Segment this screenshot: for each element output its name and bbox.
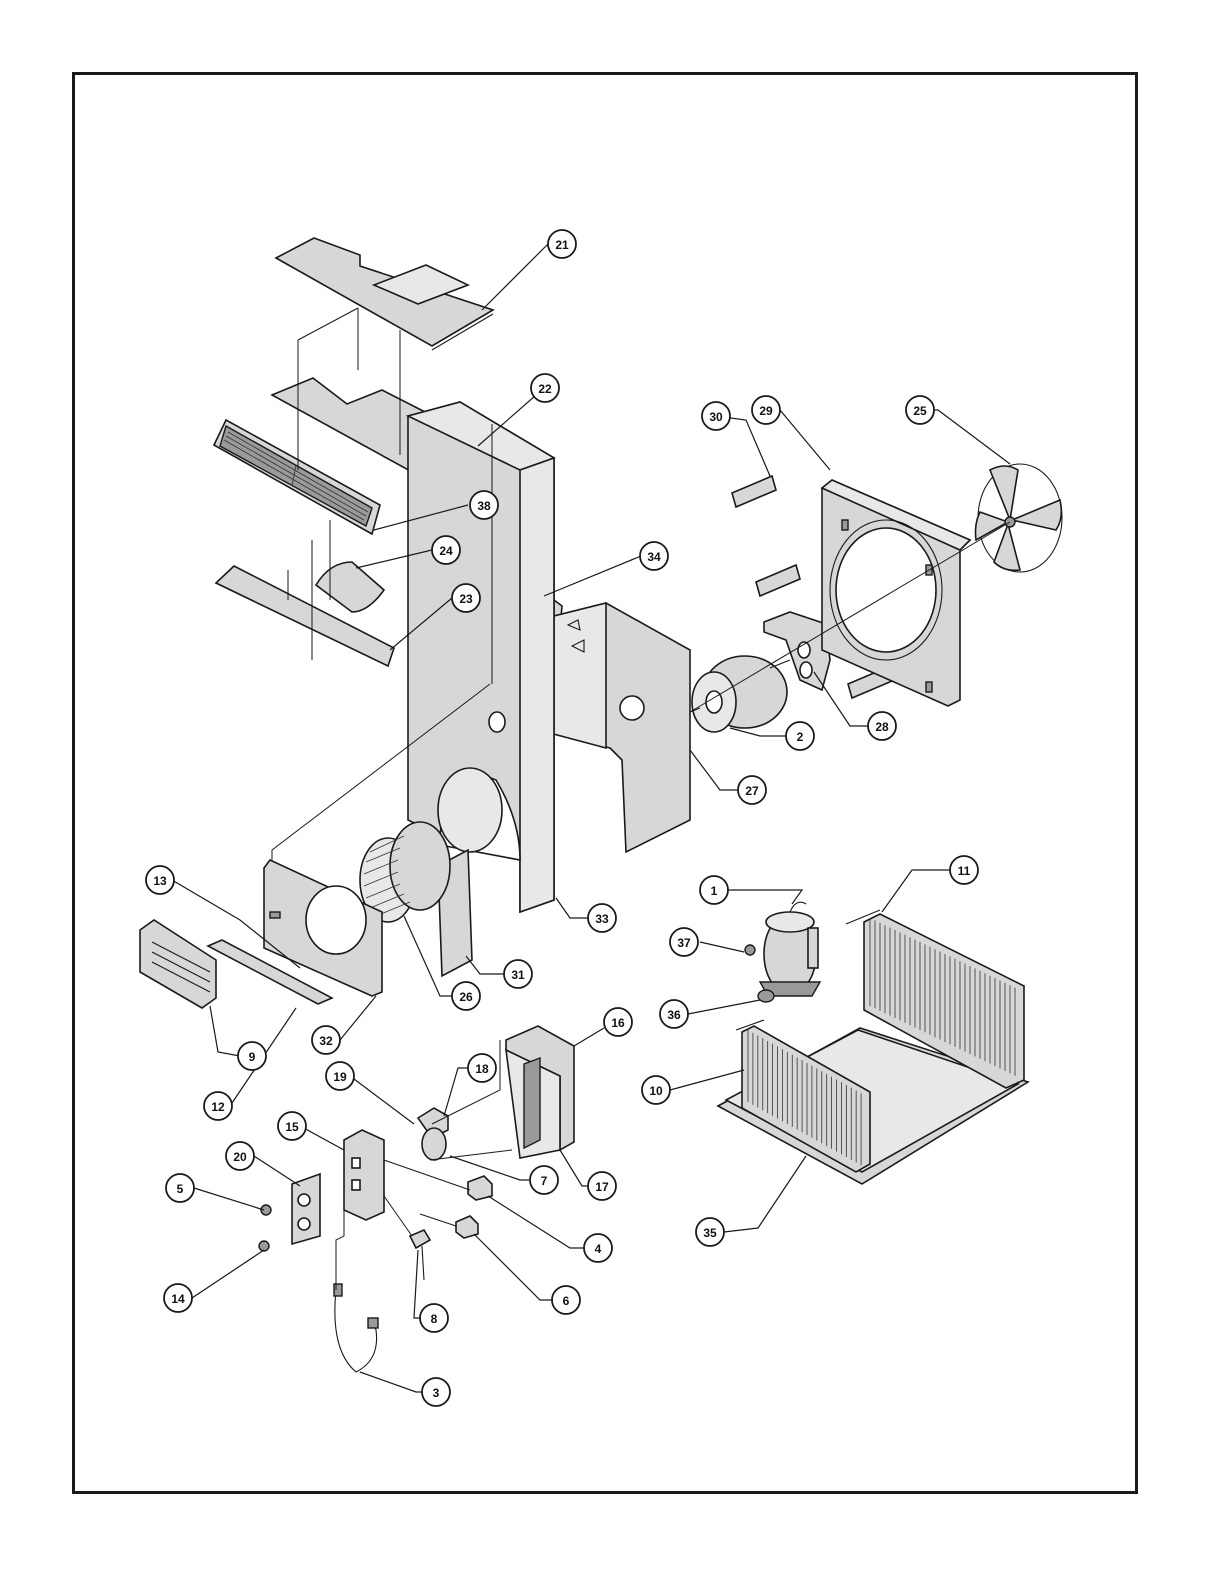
callout-8: 8 xyxy=(420,1304,448,1332)
callout-18: 18 xyxy=(468,1054,496,1082)
callout-28: 28 xyxy=(868,712,896,740)
callout-label: 24 xyxy=(439,544,453,558)
part-25-fan-blade xyxy=(976,464,1063,572)
callout-label: 36 xyxy=(667,1008,681,1022)
callout-35: 35 xyxy=(696,1218,724,1246)
callout-label: 4 xyxy=(595,1242,602,1256)
callout-24: 24 xyxy=(432,536,460,564)
callout-label: 13 xyxy=(153,874,167,888)
callout-9: 9 xyxy=(238,1042,266,1070)
callout-label: 35 xyxy=(703,1226,717,1240)
callout-label: 33 xyxy=(595,912,609,926)
callout-label: 9 xyxy=(249,1050,256,1064)
callout-30: 30 xyxy=(702,402,730,430)
callout-26: 26 xyxy=(452,982,480,1010)
callout-7: 7 xyxy=(530,1166,558,1194)
callout-19: 19 xyxy=(326,1062,354,1090)
callout-label: 22 xyxy=(538,382,552,396)
callout-label: 2 xyxy=(797,730,804,744)
part-27-partition xyxy=(546,603,690,852)
part-2-fan-motor xyxy=(690,656,790,732)
part-1-compressor xyxy=(760,902,820,996)
part-3-power-cord xyxy=(334,1284,378,1372)
callout-33: 33 xyxy=(588,904,616,932)
callout-21: 21 xyxy=(548,230,576,258)
part-9-louver xyxy=(140,920,216,1008)
part-17-shield xyxy=(524,1058,540,1148)
callout-20: 20 xyxy=(226,1142,254,1170)
callout-29: 29 xyxy=(752,396,780,424)
callout-label: 31 xyxy=(511,968,525,982)
callout-label: 29 xyxy=(759,404,773,418)
callout-label: 14 xyxy=(171,1292,185,1306)
part-21-top-cover xyxy=(276,238,493,350)
callout-22: 22 xyxy=(531,374,559,402)
part-37-bolt xyxy=(745,945,755,955)
callout-label: 1 xyxy=(711,884,718,898)
callout-label: 20 xyxy=(233,1150,247,1164)
callout-13: 13 xyxy=(146,866,174,894)
part-36-grommet xyxy=(758,990,774,1002)
callout-2: 2 xyxy=(786,722,814,750)
callout-31: 31 xyxy=(504,960,532,988)
callout-label: 21 xyxy=(555,238,569,252)
callout-label: 5 xyxy=(177,1182,184,1196)
callout-38: 38 xyxy=(470,491,498,519)
part-26-blower-wheel xyxy=(360,822,450,922)
part-24-filter xyxy=(316,562,384,612)
callout-label: 23 xyxy=(459,592,473,606)
callout-label: 6 xyxy=(563,1294,570,1308)
part-14-knob xyxy=(259,1241,269,1251)
callout-label: 3 xyxy=(433,1386,440,1400)
callout-label: 19 xyxy=(333,1070,347,1084)
callout-label: 28 xyxy=(875,720,889,734)
callout-label: 12 xyxy=(211,1100,225,1114)
callout-11: 11 xyxy=(950,856,978,884)
callout-label: 10 xyxy=(649,1084,663,1098)
callout-5: 5 xyxy=(166,1174,194,1202)
callout-label: 34 xyxy=(647,550,661,564)
callout-label: 38 xyxy=(477,499,491,513)
callout-label: 17 xyxy=(595,1180,609,1194)
callout-32: 32 xyxy=(312,1026,340,1054)
callout-4: 4 xyxy=(584,1234,612,1262)
callout-25: 25 xyxy=(906,396,934,424)
callout-27: 27 xyxy=(738,776,766,804)
callout-label: 25 xyxy=(913,404,927,418)
callout-label: 32 xyxy=(319,1034,333,1048)
callout-1: 1 xyxy=(700,876,728,904)
part-20-knob-plate xyxy=(292,1174,320,1244)
callout-label: 15 xyxy=(285,1120,299,1134)
callout-label: 16 xyxy=(611,1016,625,1030)
part-18-capacitor xyxy=(422,1128,446,1160)
callout-label: 37 xyxy=(677,936,691,950)
callout-23: 23 xyxy=(452,584,480,612)
callout-36: 36 xyxy=(660,1000,688,1028)
callout-label: 7 xyxy=(541,1174,548,1188)
callout-label: 27 xyxy=(745,784,759,798)
callout-label: 18 xyxy=(475,1062,489,1076)
callout-15: 15 xyxy=(278,1112,306,1140)
part-8-terminal xyxy=(410,1230,430,1280)
callout-6: 6 xyxy=(552,1286,580,1314)
callout-label: 26 xyxy=(459,990,473,1004)
callout-label: 11 xyxy=(958,864,971,878)
callout-16: 16 xyxy=(604,1008,632,1036)
callout-label: 30 xyxy=(709,410,723,424)
callout-10: 10 xyxy=(642,1076,670,1104)
part-15-control-panel xyxy=(344,1130,384,1220)
callout-17: 17 xyxy=(588,1172,616,1200)
callout-label: 8 xyxy=(431,1312,438,1326)
callout-12: 12 xyxy=(204,1092,232,1120)
part-29-shroud xyxy=(822,480,970,706)
callout-14: 14 xyxy=(164,1284,192,1312)
callout-3: 3 xyxy=(422,1378,450,1406)
callout-34: 34 xyxy=(640,542,668,570)
callout-37: 37 xyxy=(670,928,698,956)
